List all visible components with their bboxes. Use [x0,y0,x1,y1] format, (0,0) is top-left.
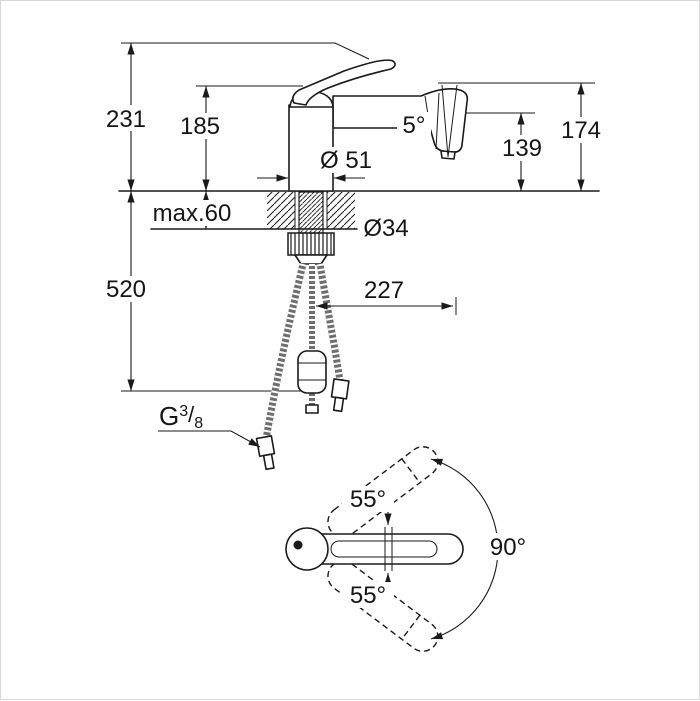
supply-hoses [255,263,350,471]
thread-denominator: 8 [194,415,203,432]
thread-slash: / [188,402,195,427]
side-view: 231 185 520 max.60 Ø 51 5° 139 174 Ø34 2… [99,42,608,471]
faucet-side-view [288,59,469,192]
lever-top-view [330,540,438,558]
countertop-deck [118,190,600,230]
hose-manifold [294,254,328,265]
deck-hatch-left [267,192,295,229]
body-top-view [285,527,329,571]
dim-swivel-range: 90° [490,534,526,561]
dimension-labels: 231 185 520 max.60 Ø 51 5° 139 174 Ø34 2… [99,105,608,432]
pivot-dot [293,540,303,550]
spray-angle-lines [441,84,458,158]
hose-weight [297,350,327,394]
dim-outlet-height: 139 [502,135,542,162]
lever-handle [292,59,396,106]
dim-max-deck: max.60 [153,200,232,227]
dim-body-height: 185 [180,113,220,140]
hose-fitting-left [255,435,276,471]
mounting-nut [287,232,335,256]
dim-hose-reach: 227 [364,277,404,304]
threaded-shank [298,191,324,234]
extension-lines [121,42,595,392]
swivel-position-upper [327,446,439,538]
top-view: 55° 55° 90° [285,446,533,652]
dim-thread-size: G3/8 [159,401,203,432]
dim-shank-diameter: Ø34 [363,215,408,242]
thread-numerator: 3 [179,403,188,420]
hose-fitting-right [330,378,350,413]
dim-spout-top-height: 174 [561,117,601,144]
dim-swivel-upper: 55° [350,486,386,513]
pullout-hose-end [305,404,319,414]
dim-swivel-lower: 55° [350,582,386,609]
faucet-top-view [285,527,464,571]
dim-base-diameter: Ø 51 [320,147,372,174]
dim-below-deck-length: 520 [106,276,146,303]
deck-hatch-right [327,192,355,229]
dim-spray-angle: 5° [403,112,426,139]
dim-total-height: 231 [106,106,146,133]
swivel-labels: 55° 55° 90° [342,486,533,609]
thread-prefix: G [159,401,179,431]
